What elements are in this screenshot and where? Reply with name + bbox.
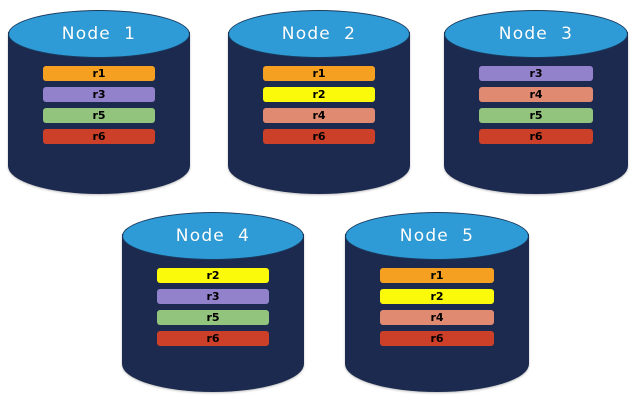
node-3-cylinder-top: [444, 10, 628, 58]
replica-bar[interactable]: r3: [478, 66, 594, 81]
node-5[interactable]: Node 5 r1 r2 r4 r6: [345, 212, 529, 392]
replica-bar[interactable]: r4: [478, 87, 594, 102]
replica-bar[interactable]: r2: [379, 289, 495, 304]
node-1-cylinder-top: [8, 10, 190, 58]
node-3-label: Node 3: [498, 24, 574, 44]
replica-bar[interactable]: r6: [42, 129, 156, 144]
replica-bar[interactable]: r5: [156, 310, 270, 325]
node-4-label: Node 4: [175, 226, 251, 246]
node-2-label: Node 2: [281, 24, 357, 44]
node-5-label: Node 5: [399, 226, 475, 246]
replica-bar[interactable]: r6: [156, 331, 270, 346]
node-5-replica-list: r1 r2 r4 r6: [345, 268, 529, 346]
replica-bar[interactable]: r1: [262, 66, 376, 81]
replica-bar[interactable]: r5: [478, 108, 594, 123]
replica-bar[interactable]: r6: [478, 129, 594, 144]
node-3[interactable]: Node 3 r3 r4 r5 r6: [444, 10, 628, 194]
node-3-replica-list: r3 r4 r5 r6: [444, 66, 628, 144]
node-2-cylinder-top: [228, 10, 410, 58]
node-1-replica-list: r1 r3 r5 r6: [8, 66, 190, 144]
replica-bar[interactable]: r1: [42, 66, 156, 81]
replica-bar[interactable]: r6: [262, 129, 376, 144]
replica-bar[interactable]: r5: [42, 108, 156, 123]
node-2-replica-list: r1 r2 r4 r6: [228, 66, 410, 144]
node-4-cylinder-top: [122, 212, 304, 260]
replica-bar[interactable]: r2: [156, 268, 270, 283]
replica-bar[interactable]: r2: [262, 87, 376, 102]
replica-bar[interactable]: r6: [379, 331, 495, 346]
replica-bar[interactable]: r4: [379, 310, 495, 325]
node-4[interactable]: Node 4 r2 r3 r5 r6: [122, 212, 304, 392]
replica-bar[interactable]: r1: [379, 268, 495, 283]
node-1-label: Node 1: [61, 24, 137, 44]
node-5-cylinder-top: [345, 212, 529, 260]
replica-bar[interactable]: r3: [156, 289, 270, 304]
node-2[interactable]: Node 2 r1 r2 r4 r6: [228, 10, 410, 194]
node-4-replica-list: r2 r3 r5 r6: [122, 268, 304, 346]
replica-bar[interactable]: r4: [262, 108, 376, 123]
node-1[interactable]: Node 1 r1 r3 r5 r6: [8, 10, 190, 194]
replica-bar[interactable]: r3: [42, 87, 156, 102]
